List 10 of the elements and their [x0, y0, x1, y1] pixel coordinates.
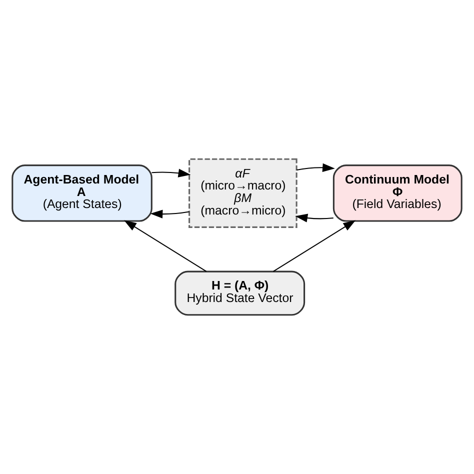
arrow — [124, 220, 207, 272]
arrow — [273, 220, 356, 272]
node-box: Agent-Based Model A (Agent States) — [12, 164, 152, 222]
node-box: H = (A, Φ) Hybrid State Vector — [174, 270, 306, 316]
arrow — [152, 168, 191, 178]
node-box: Continuum Model Φ (Field Variables) — [332, 164, 462, 222]
node-box: αF (micro→macro) βM (macro→micro) — [188, 158, 298, 228]
arrow — [150, 210, 190, 218]
arrow — [295, 214, 334, 222]
arrow — [296, 163, 335, 172]
